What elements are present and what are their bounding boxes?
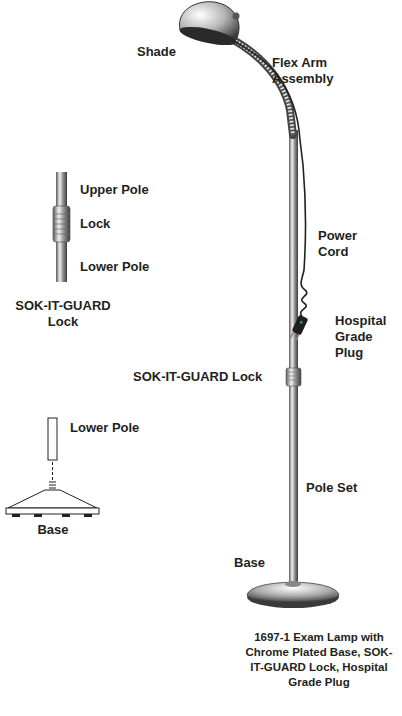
part-label: SOK-IT-GUARD Lock (133, 369, 283, 385)
lock-collar (286, 368, 301, 386)
lock-inset (53, 172, 70, 282)
shade-opening (178, 23, 238, 49)
shade-knob (233, 13, 240, 20)
base-hub (285, 581, 301, 587)
hospital-grade-plug (289, 315, 309, 342)
part-label: Lower Pole (70, 420, 160, 436)
part-label: Hospital Grade Plug (335, 313, 397, 361)
part-label: Lock (80, 216, 140, 232)
part-label: Shade (126, 44, 176, 60)
pole-set (289, 130, 298, 590)
part-label: Base (28, 522, 78, 538)
part-label: Lower Pole (80, 259, 170, 275)
part-label: Base (234, 555, 284, 571)
part-label: Upper Pole (80, 182, 170, 198)
inset-caption: SOK-IT-GUARD Lock (4, 298, 122, 330)
lock-knurl (286, 372, 301, 380)
part-label: Power Cord (318, 228, 378, 260)
part-label: Flex Arm Assembly (272, 55, 346, 87)
part-label: Pole Set (306, 480, 386, 496)
figure-caption: 1697-1 Exam Lamp with Chrome Plated Base… (240, 630, 398, 690)
